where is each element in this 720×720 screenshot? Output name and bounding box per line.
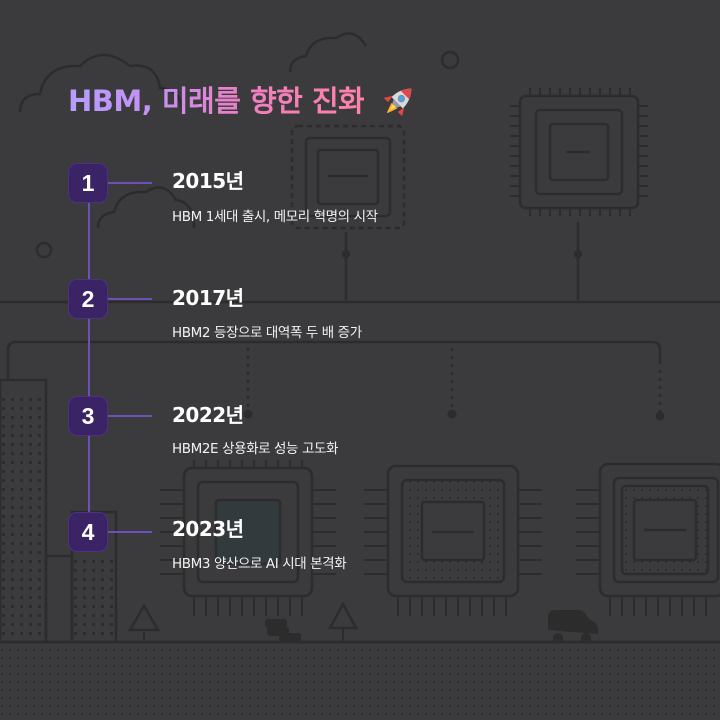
page-title-text: HBM, 미래를 향한 진화: [68, 84, 365, 118]
cloud-icon: [18, 32, 368, 229]
bottom-chip-2: [364, 464, 542, 616]
step-number-badge: 1: [68, 163, 108, 203]
top-middle-chip-illustration: [290, 124, 406, 300]
timeline-description: HBM 1세대 출시, 메모리 혁명의 시작: [172, 209, 378, 225]
bottom-chip-1: [160, 460, 336, 616]
timeline-description: HBM3 양산으로 AI 시대 본격화: [172, 556, 347, 572]
timeline-year: 2023년: [172, 517, 244, 541]
step-number-badge: 3: [68, 396, 108, 436]
timeline-description: HBM2 등장으로 대역폭 두 배 증가: [172, 325, 362, 341]
timeline-connector: [108, 298, 152, 300]
timeline-connector: [108, 182, 152, 184]
step-number-badge: 2: [68, 279, 108, 319]
bottom-chip-3: [576, 462, 720, 616]
top-right-chip-illustration: [510, 88, 648, 300]
timeline-description: HBM2E 상용화로 성능 고도화: [172, 441, 339, 457]
timeline-connector: [108, 531, 152, 533]
timeline-year: 2017년: [172, 286, 244, 310]
timeline-connector: [108, 415, 152, 417]
step-number-badge: 4: [68, 512, 108, 552]
timeline-year: 2015년: [172, 169, 244, 193]
timeline-year: 2022년: [172, 403, 244, 427]
car-icon: [548, 610, 598, 643]
page-title: HBM, 미래를 향한 진화: [68, 78, 418, 125]
rocket-icon: [382, 82, 418, 125]
timeline-line: [88, 182, 90, 530]
